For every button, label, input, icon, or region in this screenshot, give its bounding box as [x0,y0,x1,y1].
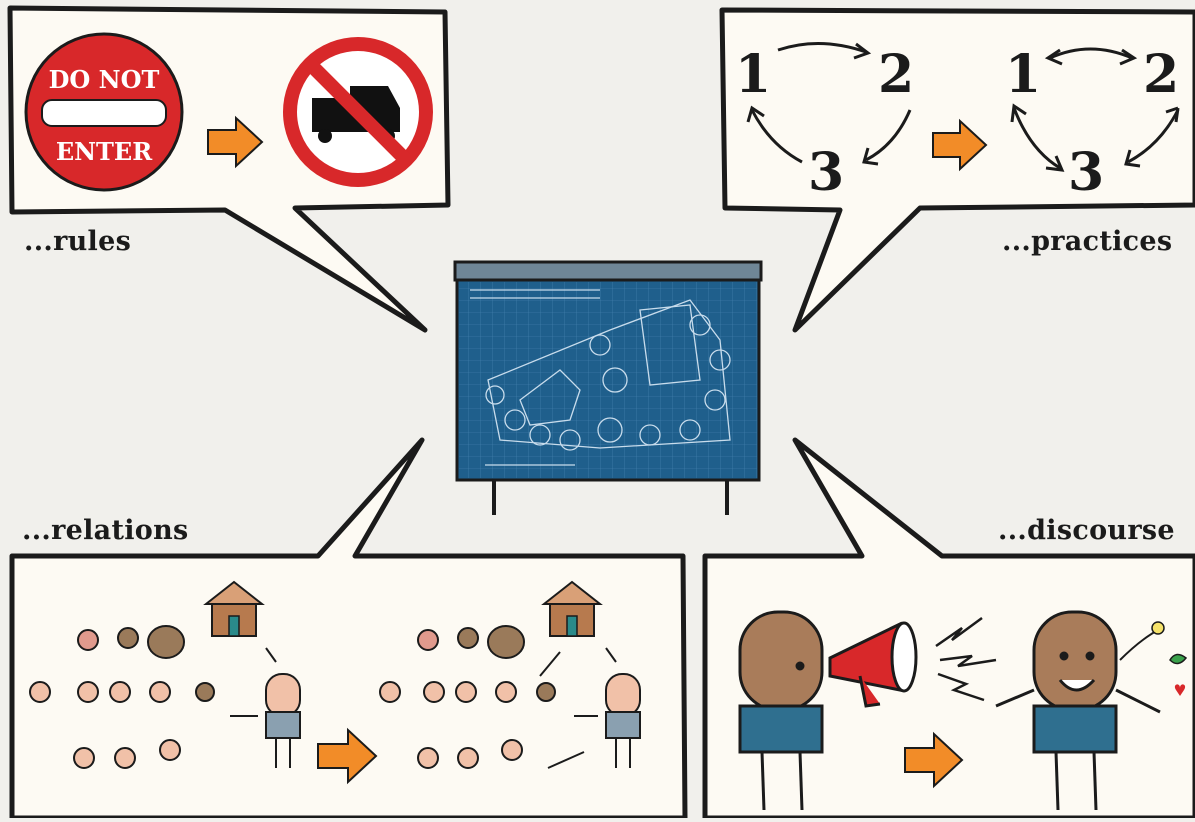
leader-figure [265,673,301,768]
megaphone-icon [828,621,918,708]
people-group [379,625,556,769]
listener-figure [995,610,1161,811]
speaker-figure [738,610,824,811]
relations-bubble [9,437,688,821]
sequential-cycle-diagram: 1 2 3 [735,42,914,203]
rules-bubble: DO NOT ENTER [7,5,451,333]
label-discourse: ...discourse [998,515,1175,546]
label-relations: ...relations [22,515,189,546]
blueprint-board [453,260,763,515]
sound-waves-icon [935,616,997,702]
label-rules: ...rules [24,226,132,257]
leader-figure [605,673,641,768]
label-practices: ...practices [1002,226,1173,257]
house-icon [203,580,265,637]
cycle-left-node-2: 2 [878,44,914,105]
cycle-left-node-1: 1 [735,44,771,105]
sign-text-top: DO NOT [49,65,160,94]
networked-cycle-diagram: 1 2 3 [1005,44,1180,203]
transition-arrow-icon [207,115,264,169]
site-plan-drawing [470,289,731,466]
practices-bubble: 1 2 3 1 2 3 [719,7,1195,333]
transition-arrow-icon [932,118,988,172]
cycle-right-node-3: 3 [1068,142,1104,203]
flower-and-heart-icon [1119,621,1188,696]
do-not-enter-sign-icon: DO NOT ENTER [24,32,184,192]
cycle-left-node-3: 3 [808,142,844,203]
discourse-bubble [702,437,1195,821]
no-trucks-sign-icon [283,37,433,187]
transition-arrow-icon [317,727,378,785]
people-group [29,625,215,769]
community-figures-before [29,580,301,769]
cycle-right-node-1: 1 [1005,44,1041,105]
community-figures-after [379,580,641,769]
sign-text-bottom: ENTER [56,137,153,166]
transition-arrow-icon [904,731,964,789]
cycle-right-node-2: 2 [1143,44,1179,105]
house-icon [541,580,603,637]
